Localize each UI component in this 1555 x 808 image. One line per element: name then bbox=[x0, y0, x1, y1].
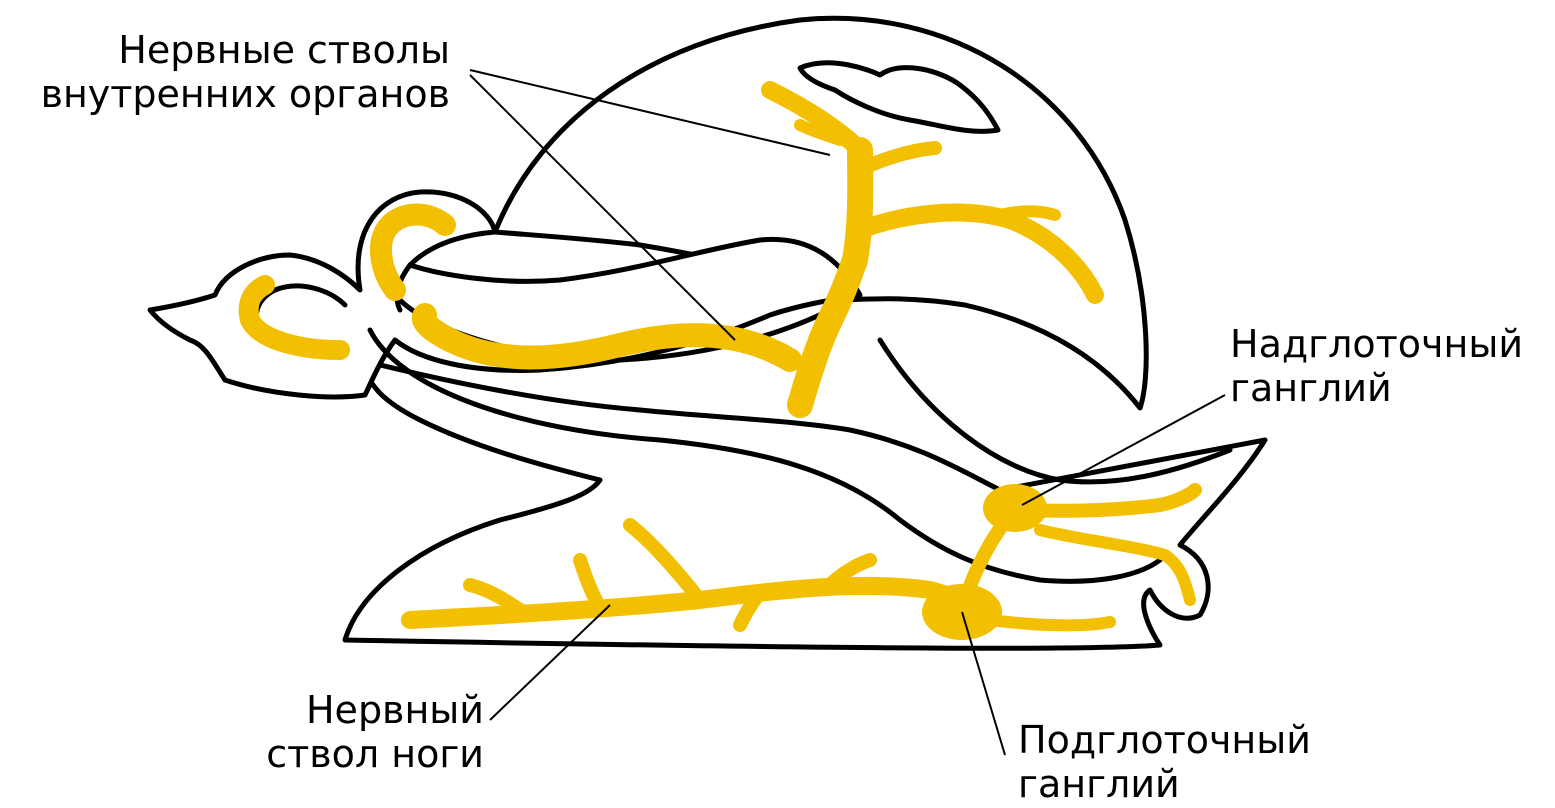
label-foot-nerve: Нервный ствол ноги bbox=[240, 688, 484, 776]
label-foot-nerve-line2: ствол ноги bbox=[240, 732, 484, 776]
label-foot-nerve-line1: Нервный bbox=[240, 688, 484, 732]
visceral-nerve-branch-right-tip bbox=[1000, 211, 1055, 215]
label-visceral-nerves: Нервные стволы внутренних органов bbox=[20, 28, 450, 116]
label-visceral-nerves-line2: внутренних органов bbox=[20, 72, 450, 116]
foot-nerve-lower-right bbox=[990, 620, 1110, 625]
label-visceral-nerves-line1: Нервные стволы bbox=[20, 28, 450, 72]
label-supraesophageal-line1: Надглоточный bbox=[1230, 322, 1523, 366]
label-subesophageal-line2: ганглий bbox=[1018, 762, 1311, 806]
label-subesophageal-ganglion: Подглоточный ганглий bbox=[1018, 718, 1311, 806]
supraesophageal-ganglion bbox=[983, 484, 1047, 532]
label-supraesophageal-ganglion: Надглоточный ганглий bbox=[1230, 322, 1523, 410]
label-supraesophageal-line2: ганглий bbox=[1230, 366, 1523, 410]
label-subesophageal-line1: Подглоточный bbox=[1018, 718, 1311, 762]
